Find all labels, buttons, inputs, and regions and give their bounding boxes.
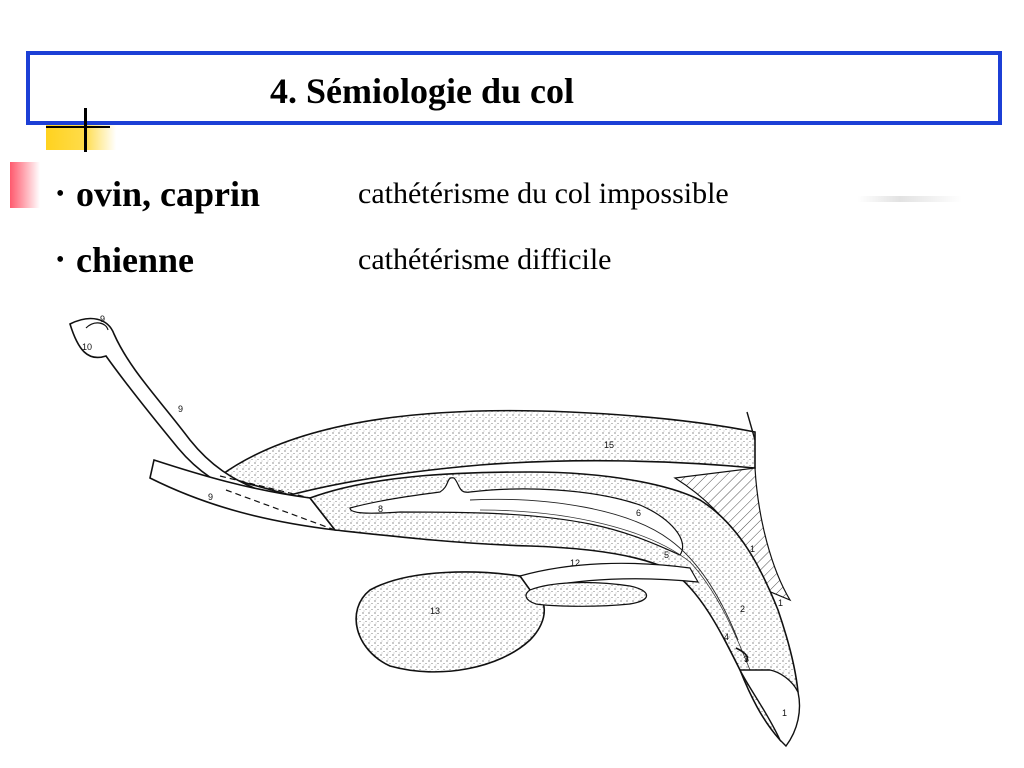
label-6: 6: [636, 508, 641, 518]
label-11: 9: [100, 314, 105, 324]
bullet-description: cathétérisme du col impossible: [358, 177, 729, 210]
vaginal-lumen-2: [479, 509, 751, 671]
bullet-marker: •: [56, 181, 65, 207]
decorative-gray-line: [858, 196, 962, 202]
urethral-organ: [525, 581, 648, 607]
dorsal-mass-region: [218, 409, 756, 496]
label-1-bottom: 1: [782, 708, 787, 718]
label-15: 15: [604, 440, 614, 450]
anatomical-diagram: 9 10 9 9 8 15 6 5 12 13 2 1 4 3 1 1: [69, 314, 801, 748]
cervical-lumen: [349, 477, 684, 556]
label-1-right: 1: [778, 598, 783, 608]
label-13: 13: [430, 606, 440, 616]
label-12: 12: [570, 558, 580, 568]
ovary-tip: [85, 322, 109, 331]
decorative-pink-accent: [10, 162, 40, 208]
bullet-term: chienne: [76, 240, 195, 280]
title-box: 4. Sémiologie du col: [26, 51, 1002, 125]
hatched-region: [673, 467, 792, 602]
label-1-top: 1: [750, 544, 755, 554]
label-4: 4: [724, 632, 729, 642]
label-2: 2: [740, 604, 745, 614]
label-9-lower: 9: [208, 492, 213, 502]
vaginal-lumen: [469, 498, 739, 641]
bullet-marker: •: [56, 247, 65, 273]
clitoris: [735, 647, 749, 663]
label-8: 8: [378, 504, 383, 514]
bullet-description: cathétérisme difficile: [358, 243, 612, 276]
decorative-vertical-line: [84, 108, 87, 152]
label-5: 5: [664, 550, 669, 560]
dashed-line-upper: [219, 475, 311, 499]
label-9-upper: 9: [178, 404, 183, 414]
slide-title: 4. Sémiologie du col: [270, 71, 574, 111]
label-10: 10: [82, 342, 92, 352]
bladder: [355, 571, 545, 673]
dorsal-edge: [746, 411, 756, 441]
decorative-horizontal-line: [46, 126, 110, 128]
label-3: 3: [744, 654, 749, 664]
vulva-region: [738, 669, 801, 748]
bullet-term: ovin, caprin: [76, 174, 261, 214]
